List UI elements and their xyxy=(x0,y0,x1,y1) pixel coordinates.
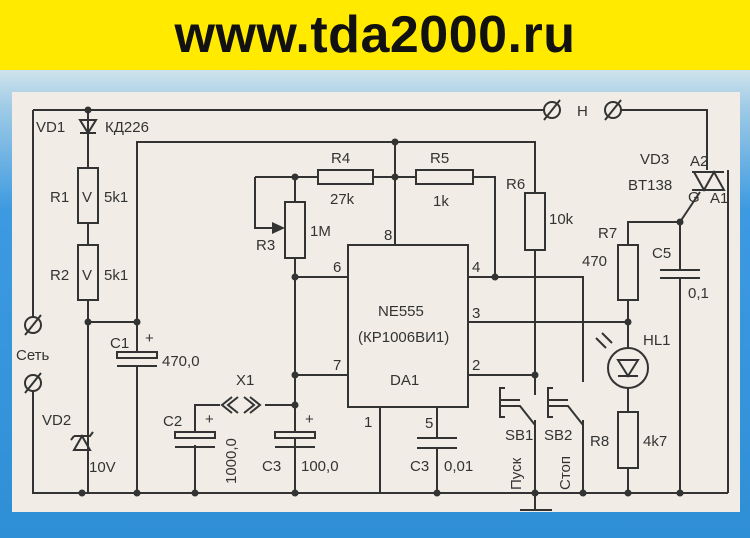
label: 2 xyxy=(472,357,480,374)
label: 7 xyxy=(333,357,341,374)
zener-vd2-icon xyxy=(70,431,94,451)
switch-sb1-icon xyxy=(499,387,536,426)
label: + xyxy=(145,330,154,347)
resistor-r6 xyxy=(524,192,546,251)
label: 100,0 xyxy=(301,458,339,475)
label: SB2 xyxy=(544,427,572,444)
resistor-r5 xyxy=(415,169,474,185)
label: (КР1006ВИ1) xyxy=(358,329,449,346)
potentiometer-r3 xyxy=(284,201,306,259)
label: R4 xyxy=(331,150,350,167)
label: R8 xyxy=(590,433,609,450)
ic-ne555 xyxy=(347,244,469,408)
switch-sb2-icon xyxy=(547,387,584,426)
wiper-arrow-icon xyxy=(272,222,285,234)
label: 1 xyxy=(364,414,372,431)
resistor-r1 xyxy=(77,167,99,224)
label: 470 xyxy=(582,253,607,270)
label: Стоп xyxy=(557,456,574,490)
label: 10k xyxy=(549,211,574,228)
triac-vd3-icon xyxy=(692,169,726,193)
label: 5 xyxy=(425,415,433,432)
label: R5 xyxy=(430,150,449,167)
label: C1 xyxy=(110,335,129,352)
label: C3 xyxy=(410,458,429,475)
label: R2 xyxy=(50,267,69,284)
label: Пуск xyxy=(508,457,525,490)
label: 470,0 xyxy=(162,353,200,370)
label: C2 xyxy=(163,413,182,430)
site-banner: www.tda2000.ru xyxy=(0,0,750,70)
site-url: www.tda2000.ru xyxy=(174,6,576,64)
led-hl1-icon xyxy=(595,332,649,389)
label: HL1 xyxy=(643,332,671,349)
capacitors xyxy=(116,269,700,449)
label: + xyxy=(305,411,314,428)
label: 10V xyxy=(89,459,116,476)
label: 8 xyxy=(384,227,392,244)
label: 1M xyxy=(310,223,331,240)
label: NE555 xyxy=(378,303,424,320)
label: A2 xyxy=(690,153,708,170)
resistor-r2 xyxy=(77,244,99,301)
label: C5 xyxy=(652,245,671,262)
resistor-r7 xyxy=(617,244,639,301)
resistor-r4 xyxy=(317,169,374,185)
label: + xyxy=(205,411,214,428)
label: 1k xyxy=(433,193,449,210)
label: Сеть xyxy=(16,347,50,364)
label: R1 xyxy=(50,189,69,206)
label: R7 xyxy=(598,225,617,242)
component-labels: VD1 КД226 R1 V 5k1 R2 V 5k1 Сеть C1 + 47… xyxy=(16,103,728,490)
label: VD3 xyxy=(640,151,669,168)
junctions xyxy=(78,106,684,497)
label: 6 xyxy=(333,259,341,276)
label: A1 xyxy=(710,190,728,207)
label: Н xyxy=(577,103,588,120)
label: DA1 xyxy=(390,372,419,389)
label: X1 xyxy=(236,372,254,389)
connector-x1-icon xyxy=(220,396,262,414)
label: V xyxy=(82,189,92,206)
label: КД226 xyxy=(105,119,149,136)
label: 5k1 xyxy=(104,189,128,206)
label: VD1 xyxy=(36,119,65,136)
resistor-r8 xyxy=(617,411,639,469)
label: 27k xyxy=(330,191,355,208)
label: 5k1 xyxy=(104,267,128,284)
label: SB1 xyxy=(505,427,533,444)
label: 4 xyxy=(472,259,480,276)
label: 0,01 xyxy=(444,458,473,475)
label: C3 xyxy=(262,458,281,475)
label: 4k7 xyxy=(643,433,667,450)
label: VD2 xyxy=(42,412,71,429)
wires xyxy=(32,109,729,511)
terminal-icons xyxy=(24,99,622,394)
label: 1000,0 xyxy=(223,438,240,484)
diode-vd1-icon xyxy=(78,119,98,135)
label: BT138 xyxy=(628,177,672,194)
label: G xyxy=(688,189,700,206)
label: 3 xyxy=(472,305,480,322)
label: 0,1 xyxy=(688,285,709,302)
label: R3 xyxy=(256,237,275,254)
label: V xyxy=(82,267,92,284)
label: R6 xyxy=(506,176,525,193)
